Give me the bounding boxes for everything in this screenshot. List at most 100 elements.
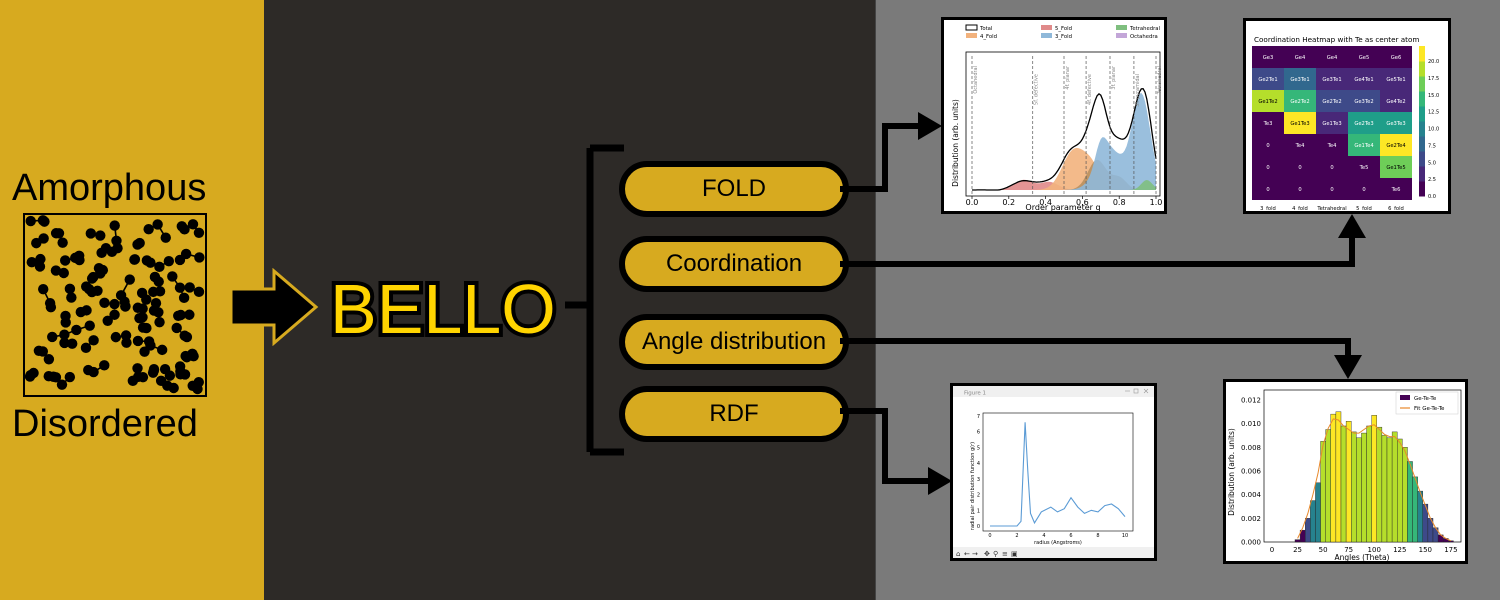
fold-reference-label: 3f. planar xyxy=(1111,65,1117,90)
heatmap-cell xyxy=(1348,112,1380,134)
heatmap-cell xyxy=(1380,90,1412,112)
atom-dot xyxy=(127,375,139,386)
atom-dot xyxy=(184,282,195,293)
heatmap-cell xyxy=(1316,68,1348,90)
heatmap-cell-label: Ge2Te2 xyxy=(1322,99,1341,105)
rdf-ytick: 7 xyxy=(977,414,980,420)
atom-dot xyxy=(129,254,141,265)
heatmap-cell-label: Te4 xyxy=(1295,143,1305,149)
atom-dot xyxy=(137,312,148,323)
angle-xtick: 0 xyxy=(1270,546,1274,554)
angle-bar xyxy=(1325,429,1331,543)
fold-plot: Total3_Fold4_FoldTetrahedral5_FoldOctahe… xyxy=(951,24,1163,211)
heatmap-cell xyxy=(1284,46,1316,68)
rdf-ytick: 4 xyxy=(977,461,980,467)
method-coordination: Coordination xyxy=(619,236,849,292)
angle-bar xyxy=(1381,435,1388,543)
heatmap-cell-label: Ge2Te4 xyxy=(1386,143,1406,149)
heatmap-cell-label: 0 xyxy=(1330,187,1333,193)
rdf-xlabel: radius (Angstroms) xyxy=(1034,540,1082,546)
heatmap-cell-label: Ge1Te5 xyxy=(1386,165,1405,171)
angle-xtick: 75 xyxy=(1344,546,1353,554)
atom-dot xyxy=(83,283,95,295)
angle-xtick: 125 xyxy=(1393,546,1406,554)
heatmap-cell xyxy=(1252,46,1284,68)
heatmap-cell xyxy=(1348,90,1380,112)
atom-dot xyxy=(143,223,154,235)
coordination-heatmap: Coordination Heatmap with Te as center a… xyxy=(1252,35,1439,211)
rdf-window-title: Figure 1 xyxy=(964,391,986,397)
colorbar-tick: 20.0 xyxy=(1428,59,1439,65)
rdf-connector xyxy=(840,408,930,484)
atom-dot xyxy=(74,254,85,266)
heatmap-title: Coordination Heatmap with Te as center a… xyxy=(1254,35,1419,44)
atom-dot xyxy=(132,335,144,347)
heatmap-cell-label: Ge1Te4 xyxy=(1354,143,1374,149)
heatmap-cell-label: Ge5Te1 xyxy=(1386,77,1405,83)
input-arrow xyxy=(229,268,319,346)
atom-dot xyxy=(109,309,120,320)
angle-legend-box xyxy=(1395,391,1459,415)
atom-dot xyxy=(167,271,178,282)
heatmap-cell-label: Ge3Te1 xyxy=(1290,77,1309,83)
heatmap-cell xyxy=(1380,112,1412,134)
heatmap-cell xyxy=(1316,134,1348,156)
angle-bar xyxy=(1361,432,1367,543)
colorbar-segment xyxy=(1419,76,1425,92)
coordination-heatmap-thumbnail: Coordination Heatmap with Te as center a… xyxy=(1243,18,1451,214)
heatmap-cell-label: Ge6 xyxy=(1391,55,1402,61)
atom-dot xyxy=(163,255,175,267)
heatmap-cell xyxy=(1252,156,1284,178)
atom-dot xyxy=(137,322,149,333)
coordination-connector xyxy=(840,236,1355,267)
colorbar-tick: 15.0 xyxy=(1428,93,1439,99)
heatmap-cell-label: Ge1Te2 xyxy=(1258,99,1277,105)
rdf-ytick: 6 xyxy=(977,430,980,436)
atom-dot xyxy=(156,344,168,356)
atom-dot xyxy=(59,337,70,349)
angle-bar xyxy=(1412,476,1418,543)
heatmap-cell-label: Ge5 xyxy=(1359,55,1370,61)
heatmap-cell xyxy=(1380,134,1412,156)
heatmap-column-label: 5_fold xyxy=(1356,206,1372,211)
atom-dot xyxy=(95,268,106,279)
heatmap-cell xyxy=(1348,156,1380,178)
heatmap-cell-label: Ge3Te2 xyxy=(1354,99,1373,105)
angle-xtick: 100 xyxy=(1368,546,1381,554)
rdf-plot: Figure 1 radial pair distribution functi… xyxy=(953,386,1154,558)
atom-dot xyxy=(80,342,92,354)
atom-dot xyxy=(193,227,205,238)
angle-bar xyxy=(1310,500,1316,543)
heatmap-cell xyxy=(1284,134,1316,156)
atom-dot xyxy=(193,286,205,298)
atom-dot xyxy=(60,317,71,328)
heatmap-cell-label: 0 xyxy=(1266,143,1269,149)
angle-ytick: 0.004 xyxy=(1241,491,1262,499)
heatmap-cell-label: Ge4 xyxy=(1327,55,1338,61)
atom-dot xyxy=(194,252,205,263)
atom-dot xyxy=(58,267,69,279)
atom-dot xyxy=(57,237,68,248)
atom-dot xyxy=(35,253,46,265)
angle-bar xyxy=(1315,482,1321,543)
atom-dot xyxy=(148,365,160,376)
angle-bar xyxy=(1386,437,1393,543)
atom-dot xyxy=(83,364,94,376)
fold-legend-swatch xyxy=(1041,25,1052,30)
atom-dot xyxy=(100,243,112,254)
angle-bar xyxy=(1340,425,1347,543)
heatmap-cell xyxy=(1284,90,1316,112)
angle-xtick: 25 xyxy=(1293,546,1302,554)
angle-xtick: 150 xyxy=(1419,546,1432,554)
fold-legend-label: Total xyxy=(979,26,992,32)
atom-dot xyxy=(134,237,145,249)
atom-dot xyxy=(184,309,195,320)
heatmap-cell xyxy=(1348,46,1380,68)
fold-reference-label: Octahedral xyxy=(973,66,979,94)
atom-dot xyxy=(164,370,176,381)
heatmap-cell xyxy=(1252,112,1284,134)
atom-dot xyxy=(180,350,191,362)
angle-legend-swatch xyxy=(1400,395,1410,400)
heatmap-cell-label: Te5 xyxy=(1359,165,1369,171)
